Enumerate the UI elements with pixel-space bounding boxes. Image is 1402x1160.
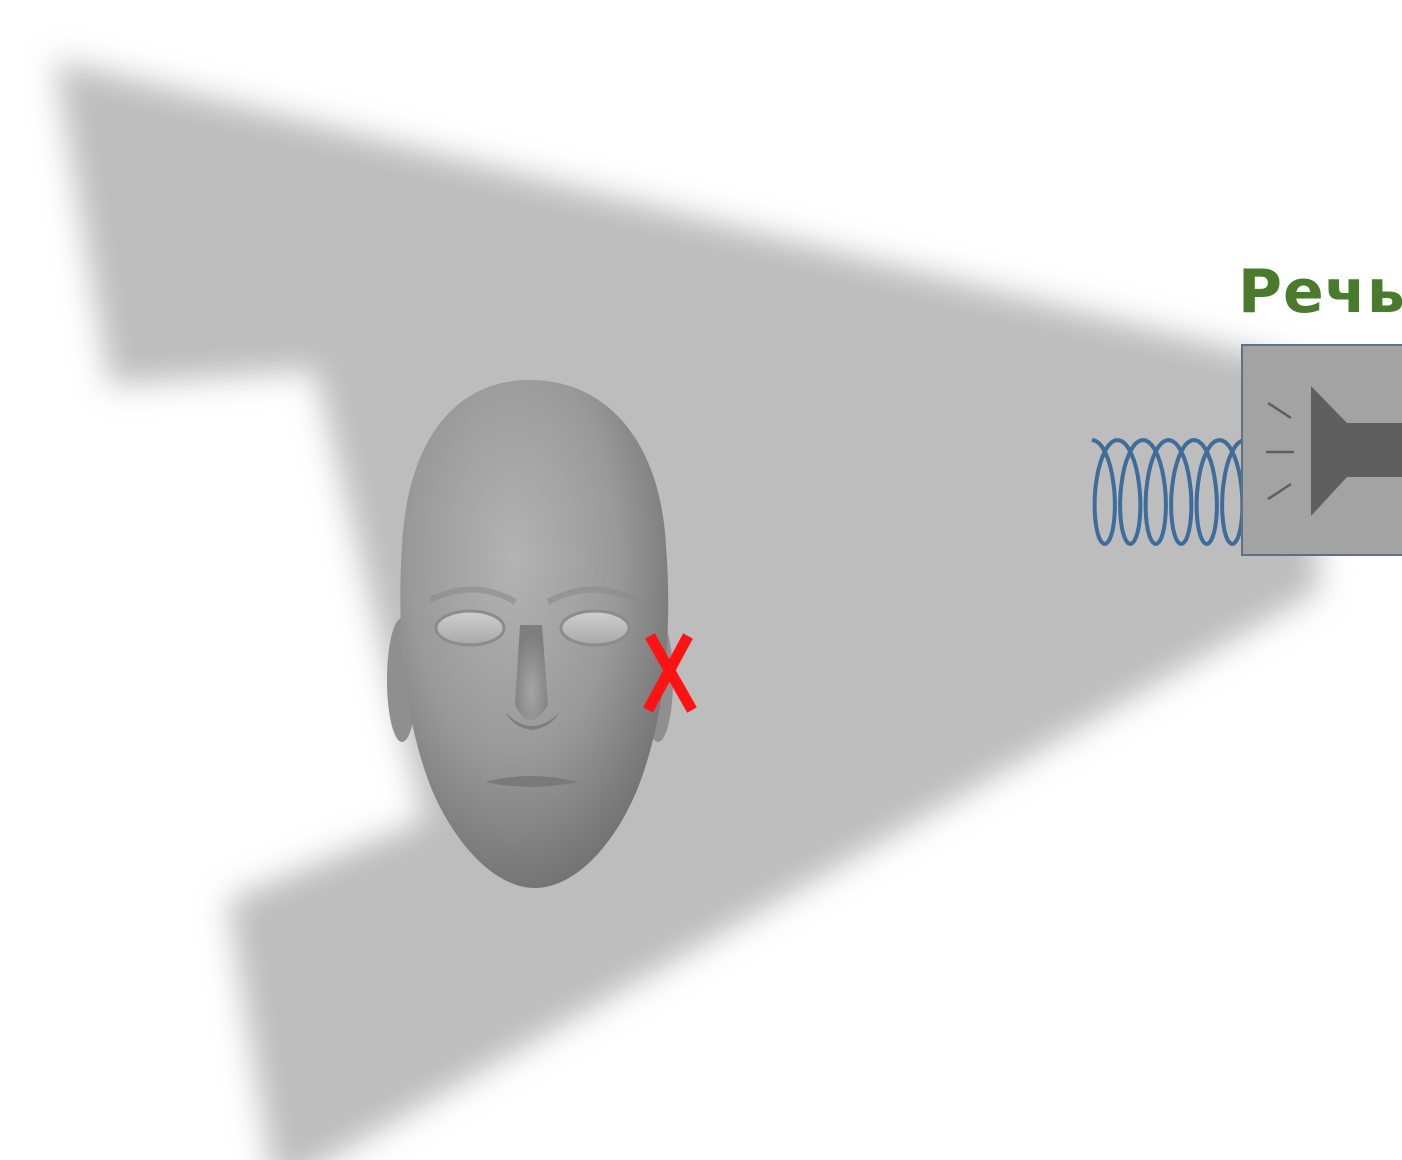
right-eye xyxy=(561,611,629,645)
nose xyxy=(515,625,548,720)
left-eye xyxy=(436,611,504,645)
speech-label: Речь xyxy=(1238,262,1402,322)
sound-beam-shape xyxy=(55,60,1320,1160)
speaker-icon xyxy=(1242,345,1402,555)
